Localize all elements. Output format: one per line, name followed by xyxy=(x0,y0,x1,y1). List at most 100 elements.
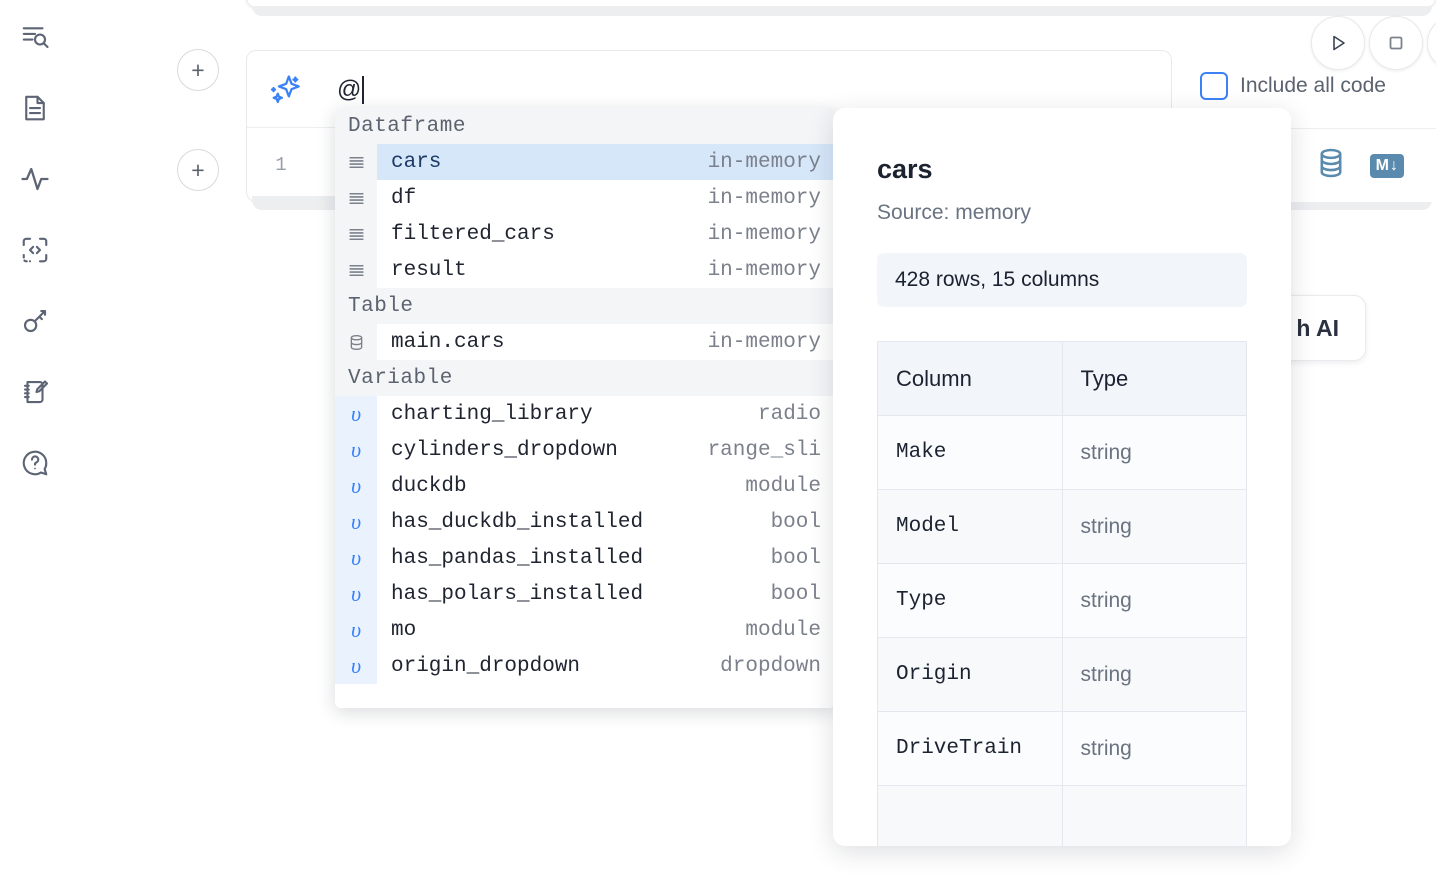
more-cell-button[interactable] xyxy=(1427,16,1436,70)
preview-source: Source: memory xyxy=(877,201,1032,224)
plus-icon: + xyxy=(191,156,205,183)
autocomplete-item-name: duckdb xyxy=(391,474,467,498)
autocomplete-item-kind: bool xyxy=(770,582,821,606)
dataframe-icon xyxy=(335,252,377,288)
autocomplete-item[interactable]: υ has_polars_installed bool xyxy=(335,576,835,612)
ai-prompt-value: @ xyxy=(337,76,362,103)
variable-icon: υ xyxy=(335,576,377,612)
autocomplete-item[interactable]: filtered_cars in-memory xyxy=(335,216,835,252)
key-secrets-icon[interactable] xyxy=(12,298,58,344)
autocomplete-item-kind: in-memory xyxy=(707,258,821,282)
column-header-type: Type xyxy=(1061,341,1247,416)
dataframe-icon xyxy=(335,216,377,252)
left-icon-rail xyxy=(0,0,70,874)
autocomplete-group-dataframe: Dataframe xyxy=(335,108,835,144)
run-cell-button[interactable] xyxy=(1311,16,1365,70)
table-row-partial xyxy=(877,785,1247,846)
variable-icon: υ xyxy=(335,612,377,648)
autocomplete-item-name: has_pandas_installed xyxy=(391,546,644,570)
database-icon[interactable] xyxy=(1314,146,1348,185)
include-all-code-label: Include all code xyxy=(1240,74,1386,97)
autocomplete-item-name: has_polars_installed xyxy=(391,582,644,606)
variable-icon: υ xyxy=(335,432,377,468)
help-chat-icon[interactable] xyxy=(12,440,58,486)
variable-icon: υ xyxy=(335,648,377,684)
variable-icon: υ xyxy=(335,396,377,432)
schema-column-type: string xyxy=(1061,637,1247,712)
table-header-row: Column Type xyxy=(877,341,1247,416)
autocomplete-item-name: filtered_cars xyxy=(391,222,555,246)
activity-pulse-icon[interactable] xyxy=(12,156,58,202)
plus-icon: + xyxy=(191,56,205,83)
schema-column-name: Model xyxy=(877,489,1063,564)
autocomplete-item-kind: module xyxy=(745,618,821,642)
schema-column-type: string xyxy=(1061,563,1247,638)
autocomplete-item-kind: in-memory xyxy=(707,222,821,246)
column-header-column: Column xyxy=(877,341,1063,416)
include-all-code-checkbox[interactable] xyxy=(1200,72,1228,100)
markdown-icon[interactable]: M↓ xyxy=(1369,153,1404,178)
scratchpad-edit-icon[interactable] xyxy=(12,369,58,415)
schema-column-type: string xyxy=(1061,489,1247,564)
text-caret xyxy=(362,76,365,104)
preview-stats: 428 rows, 15 columns xyxy=(877,253,1247,307)
previous-cell-shadow xyxy=(252,6,1432,16)
stop-square-icon xyxy=(1389,36,1403,50)
autocomplete-item-kind: radio xyxy=(757,402,821,426)
ai-prompt-input[interactable]: @ xyxy=(337,51,1161,129)
autocomplete-item-kind: in-memory xyxy=(707,186,821,210)
generate-with-ai-label: h AI xyxy=(1296,314,1339,341)
sparkle-ai-icon xyxy=(269,73,303,107)
autocomplete-item-name: main.cars xyxy=(391,330,505,354)
code-snippets-icon[interactable] xyxy=(12,227,58,273)
schema-column-name: Type xyxy=(877,563,1063,638)
dataframe-icon xyxy=(335,180,377,216)
schema-column-name: DriveTrain xyxy=(877,711,1063,786)
dataframe-preview-panel: cars Source: memory 428 rows, 15 columns… xyxy=(833,108,1291,846)
autocomplete-item-kind: bool xyxy=(770,510,821,534)
stop-cell-button[interactable] xyxy=(1369,16,1423,70)
markdown-letter: M xyxy=(1375,156,1389,174)
add-cell-button-bottom[interactable]: + xyxy=(177,149,219,191)
schema-column-name xyxy=(877,785,1063,846)
autocomplete-item-kind: range_sli xyxy=(707,438,821,462)
autocomplete-item-kind: module xyxy=(745,474,821,498)
autocomplete-item-name: has_duckdb_installed xyxy=(391,510,644,534)
dataframe-icon xyxy=(335,144,377,180)
markdown-arrow: ↓ xyxy=(1390,156,1398,174)
file-document-icon[interactable] xyxy=(12,85,58,131)
schema-column-name: Make xyxy=(877,415,1063,490)
autocomplete-group-table: Table xyxy=(335,288,835,324)
outline-search-icon[interactable] xyxy=(12,14,58,60)
autocomplete-item-kind: in-memory xyxy=(707,150,821,174)
autocomplete-item-kind: bool xyxy=(770,546,821,570)
autocomplete-item-name: mo xyxy=(391,618,417,642)
add-cell-button-top[interactable]: + xyxy=(177,49,219,91)
schema-column-type: string xyxy=(1061,711,1247,786)
code-line-number: 1 xyxy=(275,154,287,176)
autocomplete-group-variable: Variable xyxy=(335,360,835,396)
preview-title: cars xyxy=(877,154,933,184)
table-database-icon xyxy=(335,324,377,360)
autocomplete-item-name: cars xyxy=(391,150,442,174)
include-all-code-toggle[interactable]: Include all code xyxy=(1200,72,1386,100)
autocomplete-item[interactable]: cars in-memory xyxy=(335,144,835,180)
